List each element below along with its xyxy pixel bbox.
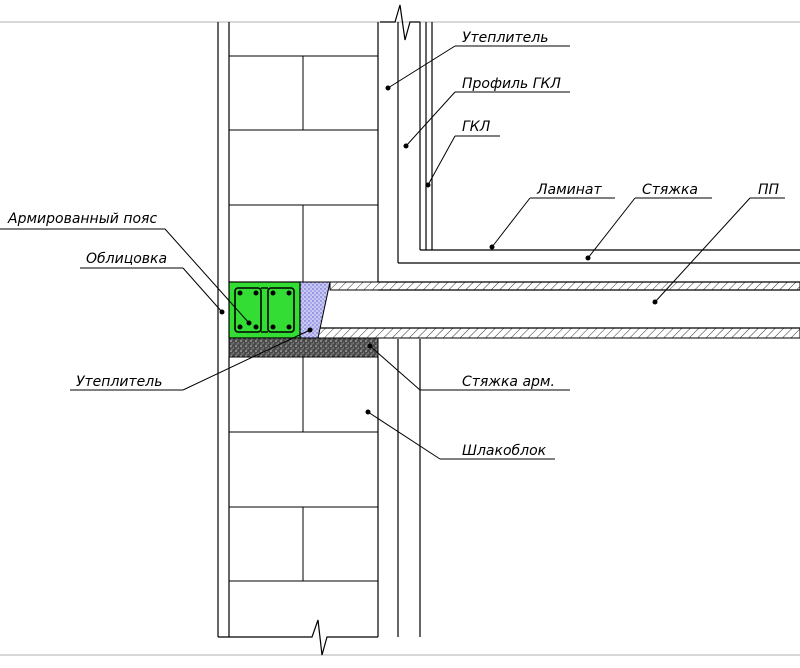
label-laminate-text: Ламинат [536, 182, 602, 198]
label-reinforced-belt-text: Армированный пояс [7, 211, 157, 227]
label-insulation-left: Утеплитель [70, 327, 313, 391]
label-gkl-text: ГКЛ [462, 119, 491, 135]
label-cinder-block-text: Шлакоблок [462, 443, 547, 459]
label-screed-text: Стяжка [642, 182, 698, 198]
label-laminate: Ламинат [489, 182, 615, 250]
top-break-line [0, 4, 800, 41]
hollow-core-slab [317, 281, 800, 339]
label-insulation-top-text: Утеплитель [462, 30, 548, 46]
cladding-layer [217, 22, 230, 637]
label-reinforced-screed-text: Стяжка арм. [462, 374, 555, 390]
interior-finish-lower [397, 339, 421, 637]
label-cinder-block: Шлакоблок [365, 409, 555, 460]
label-insulation-top: Утеплитель [385, 30, 570, 91]
label-cladding-text: Облицовка [86, 251, 167, 267]
label-cladding: Облицовка [80, 251, 225, 315]
label-reinforced-screed: Стяжка арм. [367, 343, 570, 391]
label-gkl-profile: Профиль ГКЛ [403, 76, 570, 149]
cinder-block-wall [229, 22, 379, 637]
label-gkl: ГКЛ [425, 119, 500, 188]
interior-finish-upper [397, 22, 433, 263]
bottom-break-line [300, 619, 345, 656]
label-reinforced-belt: Армированный пояс [0, 211, 252, 326]
label-screed: Стяжка [585, 182, 712, 261]
label-gkl-profile-text: Профиль ГКЛ [462, 76, 561, 92]
floor-layers [378, 249, 800, 283]
reinforced-belt [228, 281, 301, 339]
label-pp-text: ПП [758, 182, 780, 198]
label-pp: ПП [652, 182, 785, 305]
reinforced-screed [228, 337, 379, 358]
label-insulation-left-text: Утеплитель [76, 374, 162, 390]
